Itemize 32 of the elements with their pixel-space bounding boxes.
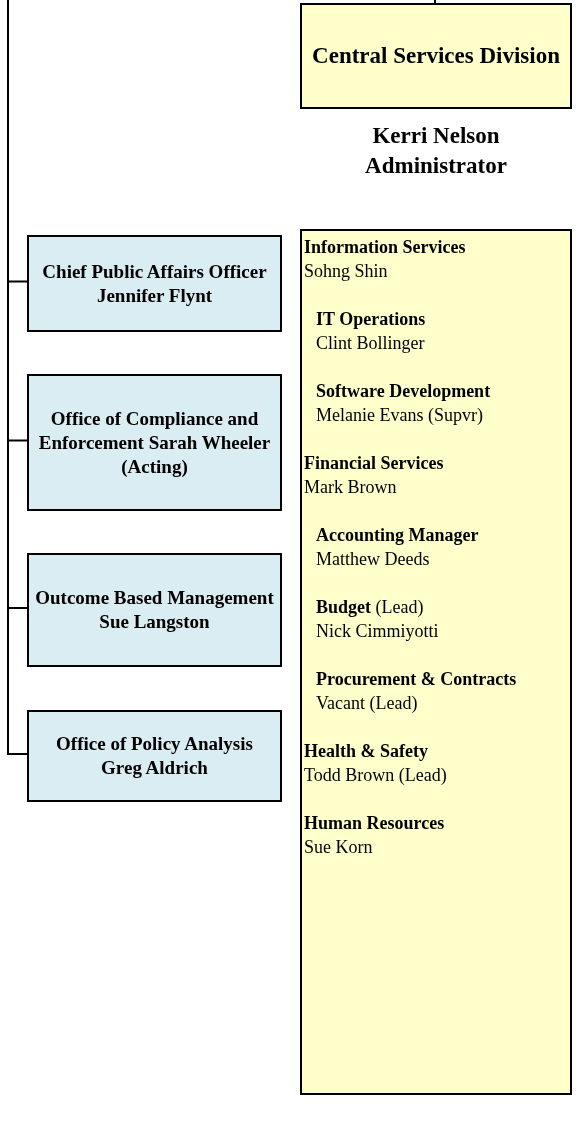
unit-box (27, 553, 282, 667)
staff-name: Todd Brown (Lead) (304, 764, 448, 787)
staff-name: Mark Brown (304, 476, 398, 499)
staff-name: Sue Korn (304, 836, 374, 859)
unit-box (27, 710, 282, 802)
unit-title: Central Services Division (311, 42, 561, 70)
staff-name: Vacant (Lead) (315, 692, 419, 715)
unit-title: Chief Public Affairs Officer Jennifer Flynt (41, 259, 268, 308)
unit-title: IT Operations (315, 308, 427, 331)
unit-title: Human Resources (304, 812, 446, 835)
unit-title: Software Development (315, 380, 492, 403)
staff-name: Matthew Deeds (315, 548, 431, 571)
unit-title: Budget (Lead) (315, 596, 425, 619)
unit-title: Procurement & Contracts (315, 668, 518, 691)
administrator-label: Kerri Nelson Administrator (364, 122, 508, 180)
unit-title: Office of Policy Analysis Greg Aldrich (55, 732, 254, 780)
staff-name: Sohng Shin (304, 260, 389, 283)
unit-title: Outcome Based Management Sue Langston (35, 586, 274, 634)
unit-box (27, 235, 282, 332)
unit-title: Health & Safety (304, 740, 429, 763)
connector-line (7, 0, 28, 755)
staff-list-box (300, 229, 572, 1095)
connector-line (434, 0, 436, 4)
unit-title: Accounting Manager (315, 524, 480, 547)
staff-name: Melanie Evans (Supvr) (315, 404, 484, 427)
unit-title: Financial Services (304, 452, 445, 475)
unit-box (300, 3, 572, 109)
staff-name: Nick Cimmiyotti (315, 620, 440, 643)
unit-box (27, 374, 282, 511)
unit-title: Office of Compliance and Enforcement Sarah Wheeler (Acting) (37, 406, 272, 479)
unit-title: Information Services (304, 236, 467, 259)
staff-name: Clint Bollinger (315, 332, 426, 355)
